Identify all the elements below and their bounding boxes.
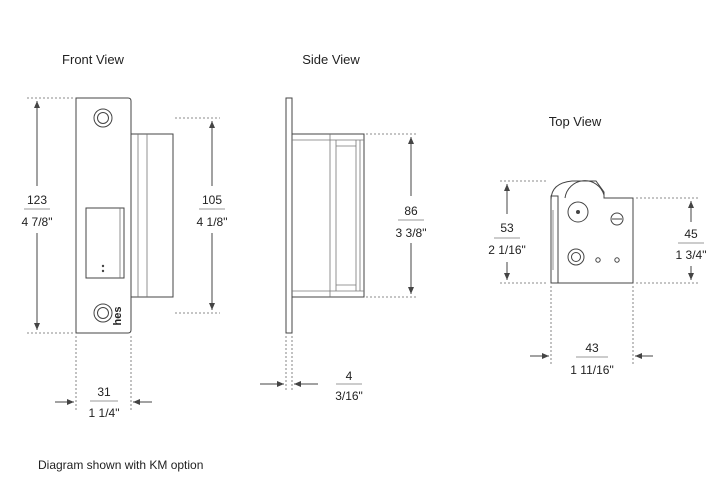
terminal-hole xyxy=(567,248,585,266)
top-body xyxy=(550,180,634,284)
diagram-caption: Diagram shown with KM option xyxy=(38,458,203,472)
adjustment-screw xyxy=(610,212,624,226)
mounting-hole-bottom xyxy=(93,303,113,323)
top-view-title: Top View xyxy=(549,114,602,129)
front-height-in: 4 7/8" xyxy=(22,215,53,229)
side-body xyxy=(291,133,365,298)
side-lip-mm: 4 xyxy=(346,369,353,383)
keeper-pivot xyxy=(567,201,589,223)
faceplate xyxy=(75,97,132,334)
mounting-hole-top xyxy=(93,108,113,128)
front-view: Front View hes 123 4 7/8" xyxy=(22,52,228,420)
hes-logo: hes xyxy=(112,307,124,326)
side-view: Side View 86 3 3/8" 4 3/16" xyxy=(260,52,426,403)
front-width-in: 1 1/4" xyxy=(89,406,120,420)
top-view: Top View 53 2 1/16" xyxy=(488,114,706,377)
small-hole-1 xyxy=(595,257,601,263)
small-hole-2 xyxy=(614,257,620,263)
strike-body xyxy=(130,133,174,298)
front-height-mm: 123 xyxy=(27,193,47,207)
top-left-in: 2 1/16" xyxy=(488,243,526,257)
side-view-title: Side View xyxy=(302,52,360,67)
front-view-title: Front View xyxy=(62,52,125,67)
side-lip-in: 3/16" xyxy=(335,389,363,403)
top-width-mm: 43 xyxy=(585,341,599,355)
body-height-in: 4 1/8" xyxy=(197,215,228,229)
side-depth-mm: 86 xyxy=(404,204,418,218)
top-right-in: 1 3/4" xyxy=(676,248,707,262)
top-right-mm: 45 xyxy=(684,227,698,241)
side-faceplate xyxy=(285,97,293,334)
front-width-mm: 31 xyxy=(97,385,111,399)
top-faceplate xyxy=(550,195,559,284)
top-width-in: 1 11/16" xyxy=(570,363,613,377)
body-height-mm: 105 xyxy=(202,193,222,207)
keeper-opening xyxy=(85,207,125,279)
side-depth-in: 3 3/8" xyxy=(396,226,427,240)
top-left-mm: 53 xyxy=(500,221,514,235)
